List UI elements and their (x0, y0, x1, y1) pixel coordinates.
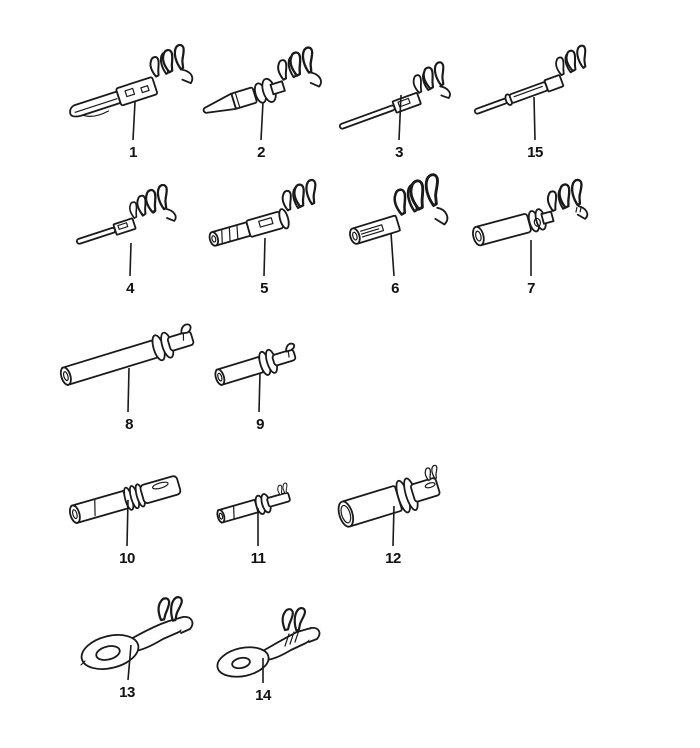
pin-terminal-with-sleeve-illustration (208, 178, 322, 277)
leader-line (398, 94, 402, 141)
terminal-drawing (473, 43, 593, 115)
leader-line (127, 367, 130, 413)
part-item-8: 8 (55, 315, 205, 433)
part-item-3: 3 (330, 45, 475, 161)
part-item-10: 10 (60, 460, 200, 570)
part-item-7: 7 (465, 177, 600, 297)
part-item-11: 11 (210, 465, 315, 570)
part-number-label: 7 (527, 280, 535, 297)
terminal-drawing (68, 475, 182, 525)
part-number-label: 11 (250, 550, 266, 567)
open-socket-terminal-illustration (349, 172, 449, 277)
round-socket-terminal-illustration (472, 177, 589, 276)
part-number-label: 1 (129, 144, 137, 161)
terminal-drawing (216, 482, 291, 524)
part-number-label: 4 (126, 280, 134, 297)
terminal-drawing (69, 43, 194, 118)
part-number-label: 12 (385, 550, 401, 567)
ring-terminal-serrated-illustration (216, 607, 321, 683)
part-number-label: 14 (255, 687, 271, 704)
terminal-drawing (80, 596, 194, 670)
part-item-1: 1 (55, 40, 210, 161)
terminal-drawing (208, 178, 322, 247)
part-number-label: 5 (260, 280, 268, 297)
part-item-12: 12 (325, 460, 465, 575)
small-connector-sleeve-illustration (216, 482, 291, 546)
long-pin-terminal-illustration (338, 60, 451, 141)
terminal-drawing (59, 323, 195, 386)
short-rubber-boot-illustration (214, 342, 297, 413)
leader-line (260, 101, 264, 141)
leader-line (126, 499, 129, 547)
long-sleeved-pin-terminal-illustration (473, 43, 593, 141)
small-pin-terminal-illustration (75, 183, 177, 277)
part-item-15: 15 (465, 43, 605, 161)
part-number-label: 8 (125, 416, 133, 433)
leader-line (533, 96, 536, 141)
flat-blade-pin-terminal-illustration (69, 43, 194, 141)
part-item-4: 4 (70, 180, 205, 297)
terminal-drawing (214, 342, 297, 386)
part-item-5: 5 (205, 178, 340, 297)
round-pin-terminal-illustration (202, 45, 322, 141)
ring-terminal-illustration (80, 596, 194, 681)
part-item-9: 9 (205, 320, 315, 433)
part-number-label: 9 (256, 416, 264, 433)
terminal-drawing (216, 607, 321, 678)
leader-line (129, 242, 132, 277)
part-item-13: 13 (65, 595, 205, 705)
leader-line (127, 644, 132, 681)
terminal-drawing (338, 60, 451, 130)
terminal-drawing (202, 45, 322, 114)
leader-line (258, 372, 261, 413)
leader-line (392, 505, 395, 547)
part-number-label: 10 (119, 550, 135, 567)
terminal-drawing (75, 183, 177, 245)
leader-line (132, 101, 136, 141)
part-number-label: 2 (257, 144, 265, 161)
part-item-2: 2 (195, 40, 340, 161)
long-rubber-boot-illustration (59, 323, 195, 413)
part-number-label: 3 (395, 144, 403, 161)
part-number-label: 13 (119, 684, 135, 701)
terminal-drawing (349, 172, 449, 245)
part-number-label: 6 (391, 280, 399, 297)
large-connector-sleeve-illustration (337, 464, 441, 547)
terminal-drawing (337, 464, 441, 528)
part-item-14: 14 (205, 600, 325, 710)
ribbed-connector-sleeve-illustration (68, 475, 182, 547)
part-item-6: 6 (340, 172, 470, 297)
terminal-drawing (472, 177, 589, 247)
leader-line (390, 232, 395, 277)
part-number-label: 15 (527, 144, 543, 161)
leader-line (263, 237, 266, 277)
